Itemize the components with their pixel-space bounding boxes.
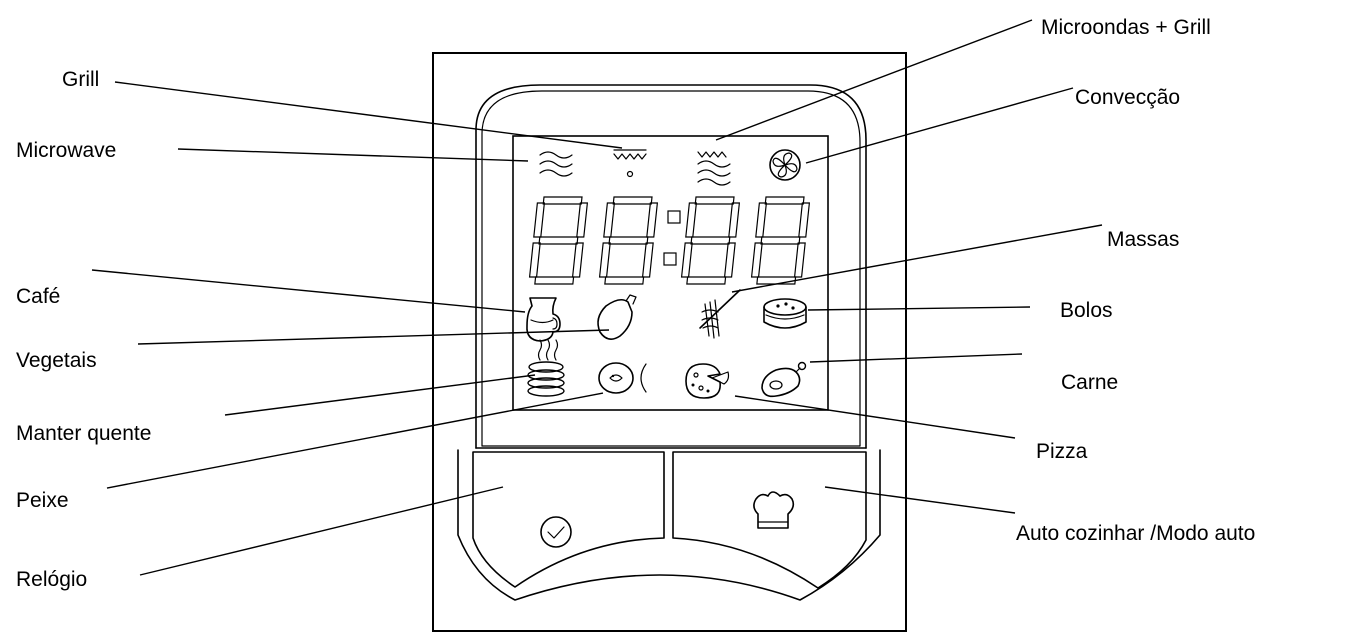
leader-peixe	[106, 392, 604, 489]
panel-bezel	[475, 84, 867, 449]
button-bezel	[457, 449, 881, 601]
label-cafe: Café	[16, 285, 60, 308]
auto-cook-button[interactable]	[672, 451, 867, 589]
leader-massas	[731, 224, 1103, 293]
lcd-screen	[512, 135, 829, 411]
coffee-jug-icon	[526, 297, 561, 342]
microwave-grill-icon	[697, 151, 731, 186]
seven-segment-display	[528, 196, 811, 285]
leader-relogio	[139, 486, 504, 576]
fish-plate-icon	[598, 362, 647, 394]
panel-outer-frame	[432, 52, 907, 632]
convection-fan-icon	[769, 149, 801, 181]
clock-check-icon	[540, 516, 572, 548]
digit-2	[598, 196, 659, 285]
digit-3	[680, 196, 741, 285]
leader-pizza	[734, 395, 1016, 439]
label-conveccao: Convecção	[1075, 86, 1180, 109]
cake-icon	[763, 298, 807, 329]
microwave-icon	[539, 151, 573, 177]
meat-icon	[761, 361, 807, 398]
eggplant-icon	[597, 294, 637, 340]
label-pizza: Pizza	[1036, 440, 1088, 463]
colon-top	[667, 210, 681, 224]
digit-4	[750, 196, 811, 285]
label-peixe: Peixe	[16, 489, 69, 512]
keep-warm-plates-icon	[527, 339, 565, 397]
label-grill: Grill	[62, 68, 99, 91]
digit-1	[528, 196, 589, 285]
label-massas: Massas	[1107, 228, 1179, 251]
leader-microondas-grill	[715, 19, 1033, 141]
clock-button[interactable]	[472, 451, 665, 588]
leader-cafe	[91, 269, 526, 313]
pasta-fork-icon	[699, 289, 741, 339]
leader-grill	[114, 81, 623, 149]
label-microwave: Microwave	[16, 139, 116, 162]
pizza-icon	[685, 363, 730, 399]
label-microondas-grill: Microondas + Grill	[1041, 16, 1211, 39]
labels: Grill Microwave Microondas + Grill Conve…	[16, 16, 1255, 591]
leader-microwave	[177, 148, 529, 162]
grill-icon	[613, 149, 647, 178]
label-vegetais: Vegetais	[16, 349, 97, 372]
leader-auto-cozinhar	[824, 486, 1016, 514]
leader-conveccao	[805, 87, 1074, 164]
label-auto-cozinhar: Auto cozinhar /Modo auto	[1016, 522, 1255, 545]
leader-manter-quente	[224, 374, 536, 416]
leader-carne	[809, 353, 1023, 363]
label-carne: Carne	[1061, 371, 1118, 394]
chef-hat-icon	[753, 491, 795, 529]
label-bolos: Bolos	[1060, 299, 1113, 322]
colon-bottom	[663, 252, 677, 266]
leader-lines	[91, 19, 1103, 576]
label-relogio: Relógio	[16, 568, 87, 591]
label-manter-quente: Manter quente	[16, 422, 151, 445]
leader-vegetais	[137, 329, 610, 345]
leader-bolos	[807, 306, 1031, 311]
